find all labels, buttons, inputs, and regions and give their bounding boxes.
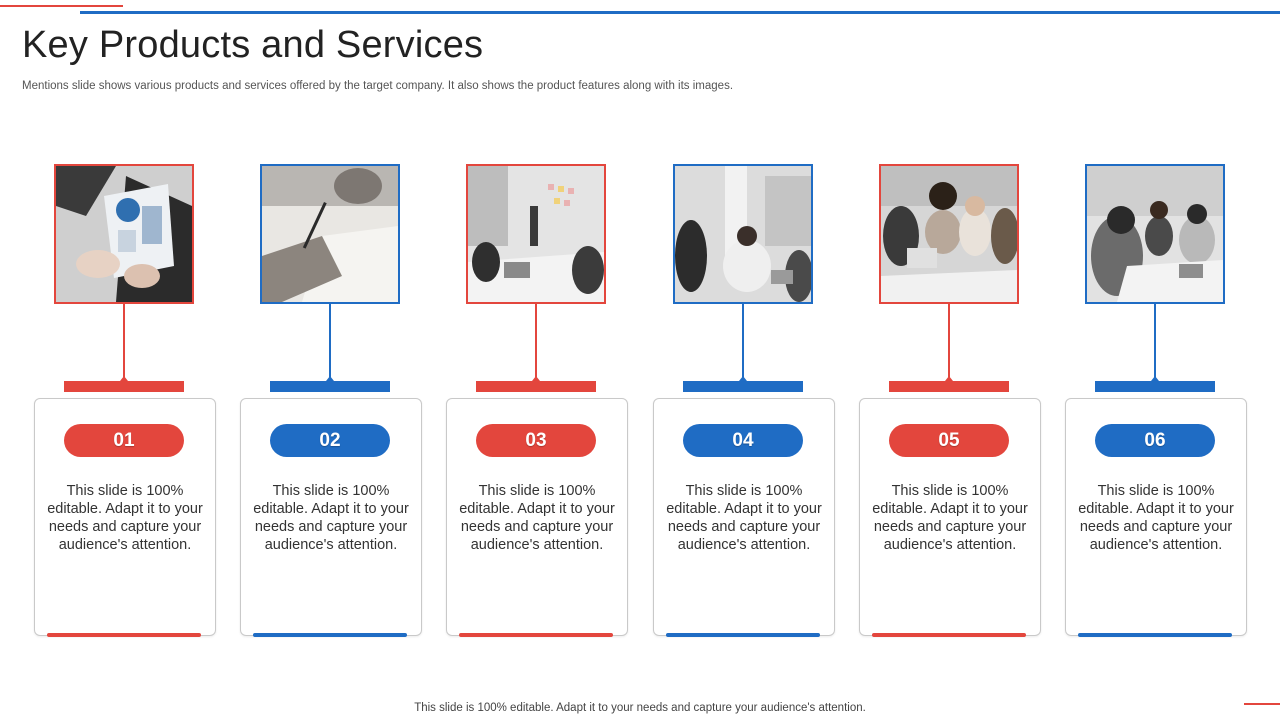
product-card-6: 06 This slide is 100% editable. Adapt it… [1065, 398, 1247, 637]
connector-line [742, 303, 744, 380]
product-card-2: 02 This slide is 100% editable. Adapt it… [240, 398, 422, 637]
card-bottom-accent [872, 633, 1026, 637]
product-card-3: 03 This slide is 100% editable. Adapt it… [446, 398, 628, 637]
label-bar [64, 381, 184, 392]
card-number-badge: 01 [64, 424, 184, 457]
connector-arrow [326, 376, 334, 381]
card-number-badge: 03 [476, 424, 596, 457]
photo-team-office [673, 164, 813, 304]
card-number-badge: 02 [270, 424, 390, 457]
connector-line [329, 303, 331, 380]
slide-subtitle: Mentions slide shows various products an… [22, 80, 734, 92]
top-accent-red [0, 5, 123, 7]
label-bar [683, 381, 803, 392]
card-description: This slide is 100% editable. Adapt it to… [459, 483, 615, 553]
connector-arrow [739, 376, 747, 381]
product-card-4: 04 This slide is 100% editable. Adapt it… [653, 398, 835, 637]
card-description: This slide is 100% editable. Adapt it to… [47, 483, 203, 553]
slide-title: Key Products and Services [22, 24, 484, 66]
connector-line [948, 303, 950, 380]
card-description: This slide is 100% editable. Adapt it to… [253, 483, 409, 553]
card-number-badge: 04 [683, 424, 803, 457]
card-bottom-accent [253, 633, 407, 637]
slide-footer: This slide is 100% editable. Adapt it to… [414, 702, 866, 714]
connector-arrow [532, 376, 540, 381]
connector-line [123, 303, 125, 380]
card-bottom-accent [1078, 633, 1232, 637]
card-number-badge: 06 [1095, 424, 1215, 457]
photo-hand-writing [260, 164, 400, 304]
product-column-1: 01 This slide is 100% editable. Adapt it… [34, 0, 216, 720]
connector-line [535, 303, 537, 380]
card-description: This slide is 100% editable. Adapt it to… [872, 483, 1028, 553]
card-description: This slide is 100% editable. Adapt it to… [1078, 483, 1234, 553]
photo-office-meeting [466, 164, 606, 304]
connector-arrow [1151, 376, 1159, 381]
photo-team-laptop [879, 164, 1019, 304]
card-number-badge: 05 [889, 424, 1009, 457]
label-bar [270, 381, 390, 392]
photo-group-discussion [1085, 164, 1225, 304]
corner-accent-red [1244, 703, 1280, 705]
photo-business-report [54, 164, 194, 304]
card-bottom-accent [459, 633, 613, 637]
product-column-4: 04 This slide is 100% editable. Adapt it… [653, 0, 835, 720]
product-column-3: 03 This slide is 100% editable. Adapt it… [446, 0, 628, 720]
product-column-5: 05 This slide is 100% editable. Adapt it… [859, 0, 1041, 720]
connector-arrow [120, 376, 128, 381]
product-column-6: 06 This slide is 100% editable. Adapt it… [1065, 0, 1247, 720]
top-accent-blue [80, 11, 1280, 14]
label-bar [476, 381, 596, 392]
card-bottom-accent [47, 633, 201, 637]
product-card-5: 05 This slide is 100% editable. Adapt it… [859, 398, 1041, 637]
label-bar [889, 381, 1009, 392]
card-bottom-accent [666, 633, 820, 637]
connector-line [1154, 303, 1156, 380]
label-bar [1095, 381, 1215, 392]
connector-arrow [945, 376, 953, 381]
product-card-1: 01 This slide is 100% editable. Adapt it… [34, 398, 216, 637]
card-description: This slide is 100% editable. Adapt it to… [666, 483, 822, 553]
product-column-2: 02 This slide is 100% editable. Adapt it… [240, 0, 422, 720]
